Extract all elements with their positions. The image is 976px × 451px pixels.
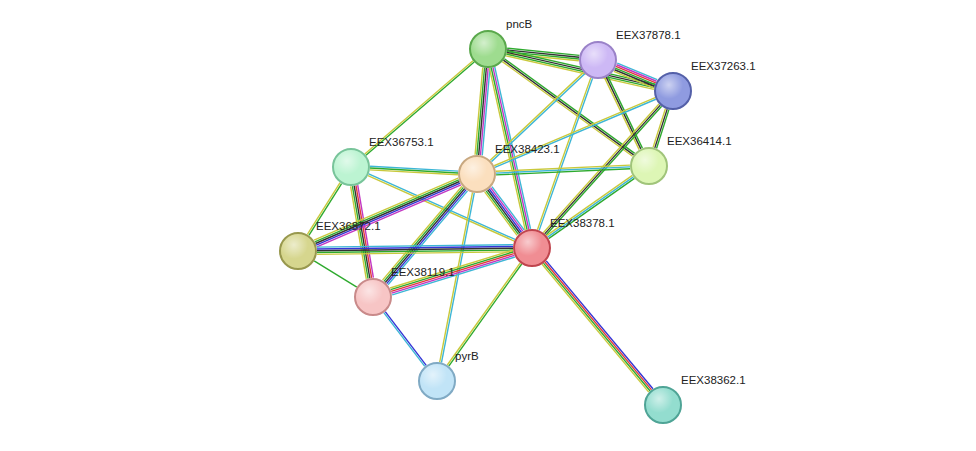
evidence-line xyxy=(315,182,459,244)
node-label: EEX38378.1 xyxy=(550,217,615,230)
evidence-line xyxy=(486,191,518,235)
node-label: EEX38423.1 xyxy=(495,143,560,156)
node-label: EEX36753.1 xyxy=(369,136,434,149)
interaction-edge xyxy=(614,63,657,88)
interaction-edge xyxy=(384,312,426,367)
interaction-edge xyxy=(547,175,635,238)
interaction-edge xyxy=(447,263,521,366)
evidence-line xyxy=(547,175,633,235)
protein-node: pyrB xyxy=(418,362,456,400)
evidence-line xyxy=(542,264,649,392)
evidence-line xyxy=(490,72,583,160)
evidence-line xyxy=(390,250,513,288)
node-label: pyrB xyxy=(455,350,479,363)
evidence-line xyxy=(314,261,357,287)
evidence-line xyxy=(548,177,634,237)
protein-node: EEX38362.1 xyxy=(644,386,682,424)
interaction-edge xyxy=(314,261,357,287)
evidence-line xyxy=(496,165,630,171)
protein-node: EEX38119.1 xyxy=(354,278,392,316)
evidence-line xyxy=(655,109,667,148)
evidence-line xyxy=(384,187,463,281)
evidence-line xyxy=(392,255,515,293)
evidence-line xyxy=(317,252,513,255)
node-label: EEX36872.1 xyxy=(316,220,381,233)
evidence-line xyxy=(385,312,426,366)
protein-node: pncB xyxy=(469,30,507,68)
evidence-line xyxy=(543,263,650,391)
evidence-line xyxy=(365,61,473,154)
evidence-line xyxy=(352,186,368,279)
interaction-edge xyxy=(351,185,374,279)
evidence-line xyxy=(494,98,655,166)
evidence-line xyxy=(485,192,517,236)
protein-node: EEX37878.1 xyxy=(579,41,617,79)
evidence-line xyxy=(391,252,514,290)
protein-node: EEX36414.1 xyxy=(630,147,668,185)
evidence-line xyxy=(546,261,653,389)
evidence-line xyxy=(545,262,652,390)
evidence-line xyxy=(488,190,520,234)
evidence-line xyxy=(491,188,523,232)
protein-node: EEX36872.1 xyxy=(279,232,317,270)
node-label: EEX37263.1 xyxy=(691,60,756,73)
evidence-line xyxy=(366,62,474,155)
evidence-line xyxy=(549,178,635,238)
evidence-line xyxy=(383,186,462,280)
interaction-edge xyxy=(370,166,458,174)
evidence-line xyxy=(370,170,458,175)
evidence-line xyxy=(387,190,466,284)
evidence-line xyxy=(447,263,520,365)
interaction-edge xyxy=(365,61,474,156)
interaction-edge xyxy=(390,250,515,295)
evidence-line xyxy=(614,71,654,87)
interaction-edge xyxy=(475,68,490,156)
evidence-line xyxy=(314,178,458,240)
evidence-line xyxy=(502,62,632,157)
evidence-line xyxy=(388,191,467,285)
interaction-edge xyxy=(485,187,525,236)
protein-node: EEX38378.1 xyxy=(513,229,551,267)
node-label: EEX36414.1 xyxy=(667,135,732,148)
interaction-edge xyxy=(496,165,630,175)
evidence-line xyxy=(479,68,487,155)
evidence-line xyxy=(475,68,483,155)
evidence-line xyxy=(384,313,425,367)
evidence-line xyxy=(615,68,655,84)
node-label: pncB xyxy=(506,18,532,31)
node-label: EEX38119.1 xyxy=(391,266,455,279)
interaction-edge xyxy=(542,261,653,392)
evidence-line xyxy=(477,68,485,155)
interaction-edge xyxy=(317,245,513,255)
evidence-line xyxy=(449,264,522,366)
evidence-line xyxy=(385,189,464,283)
node-label: EEX38362.1 xyxy=(681,374,746,387)
evidence-line xyxy=(615,70,655,86)
protein-node: EEX38423.1 xyxy=(458,155,496,193)
evidence-line xyxy=(351,186,367,279)
evidence-line xyxy=(315,180,459,242)
evidence-line xyxy=(391,254,514,292)
evidence-line xyxy=(491,74,584,162)
interaction-edge xyxy=(653,109,669,149)
interaction-edge xyxy=(490,72,585,161)
evidence-line xyxy=(489,189,521,233)
node-label: EEX37878.1 xyxy=(616,29,681,42)
protein-node: EEX37263.1 xyxy=(654,72,692,110)
protein-node: EEX36753.1 xyxy=(332,148,370,186)
